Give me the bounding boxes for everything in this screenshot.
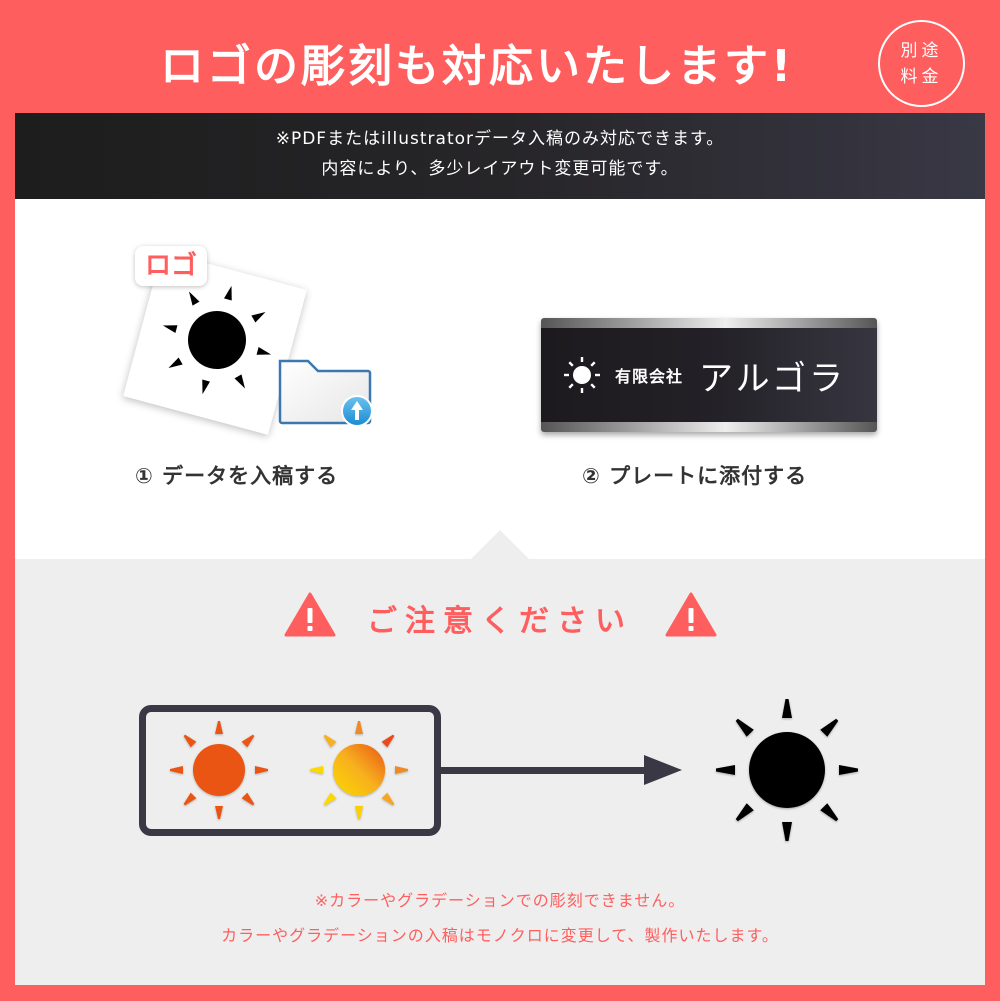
footnote-line-1: ※カラーやグラデーションでの彫刻できません。	[314, 891, 686, 910]
notice-line-1: ※PDFまたはillustratorデータ入稿のみ対応できます。	[275, 129, 725, 149]
orange-sun-icon	[170, 721, 268, 819]
step-2-label: ② プレートに添付する	[582, 464, 808, 488]
black-sun-icon	[162, 285, 272, 395]
white-sun-icon	[564, 357, 600, 393]
arrow-head	[644, 755, 682, 785]
gradient-sun-icon	[310, 721, 408, 819]
logo-tag: ロゴ	[135, 246, 207, 286]
page-title: ロゴの彫刻も対応いたします!	[160, 41, 795, 92]
warning-icon	[284, 592, 336, 637]
black-sun-icon	[716, 699, 858, 841]
plate-top-rail	[541, 318, 877, 328]
warning-icon	[665, 592, 717, 637]
footnote-line-2: カラーやグラデーションの入稿はモノクロに変更して、製作いたします。	[221, 926, 779, 945]
plate-company-type: 有限会社	[615, 367, 684, 386]
caution-title: ご注意ください	[367, 604, 633, 639]
folder-upload-icon	[278, 359, 373, 427]
badge-line-2: 料金	[900, 66, 943, 87]
caution-footnote: ※カラーやグラデーションでの彫刻できません。 カラーやグラデーションの入稿はモノ…	[0, 883, 1000, 953]
plate-company-name: アルゴラ	[699, 358, 846, 399]
header: ロゴの彫刻も対応いたします! 別途 料金	[0, 0, 1000, 113]
notice-band: ※PDFまたはillustratorデータ入稿のみ対応できます。 内容により、多…	[15, 113, 985, 199]
step-1-label: ① データを入稿する	[135, 464, 339, 488]
notice-line-2: 内容により、多少レイアウト変更可能です。	[321, 159, 679, 179]
section-notch	[470, 530, 530, 560]
badge-line-1: 別途	[900, 40, 943, 61]
nameplate: 有限会社 アルゴラ	[541, 318, 877, 432]
color-logo-box	[139, 705, 441, 836]
plate-bottom-rail	[541, 422, 877, 432]
extra-fee-badge: 別途 料金	[878, 20, 965, 107]
arrow-right-icon	[441, 767, 647, 774]
plate-body: 有限会社 アルゴラ	[541, 328, 877, 422]
